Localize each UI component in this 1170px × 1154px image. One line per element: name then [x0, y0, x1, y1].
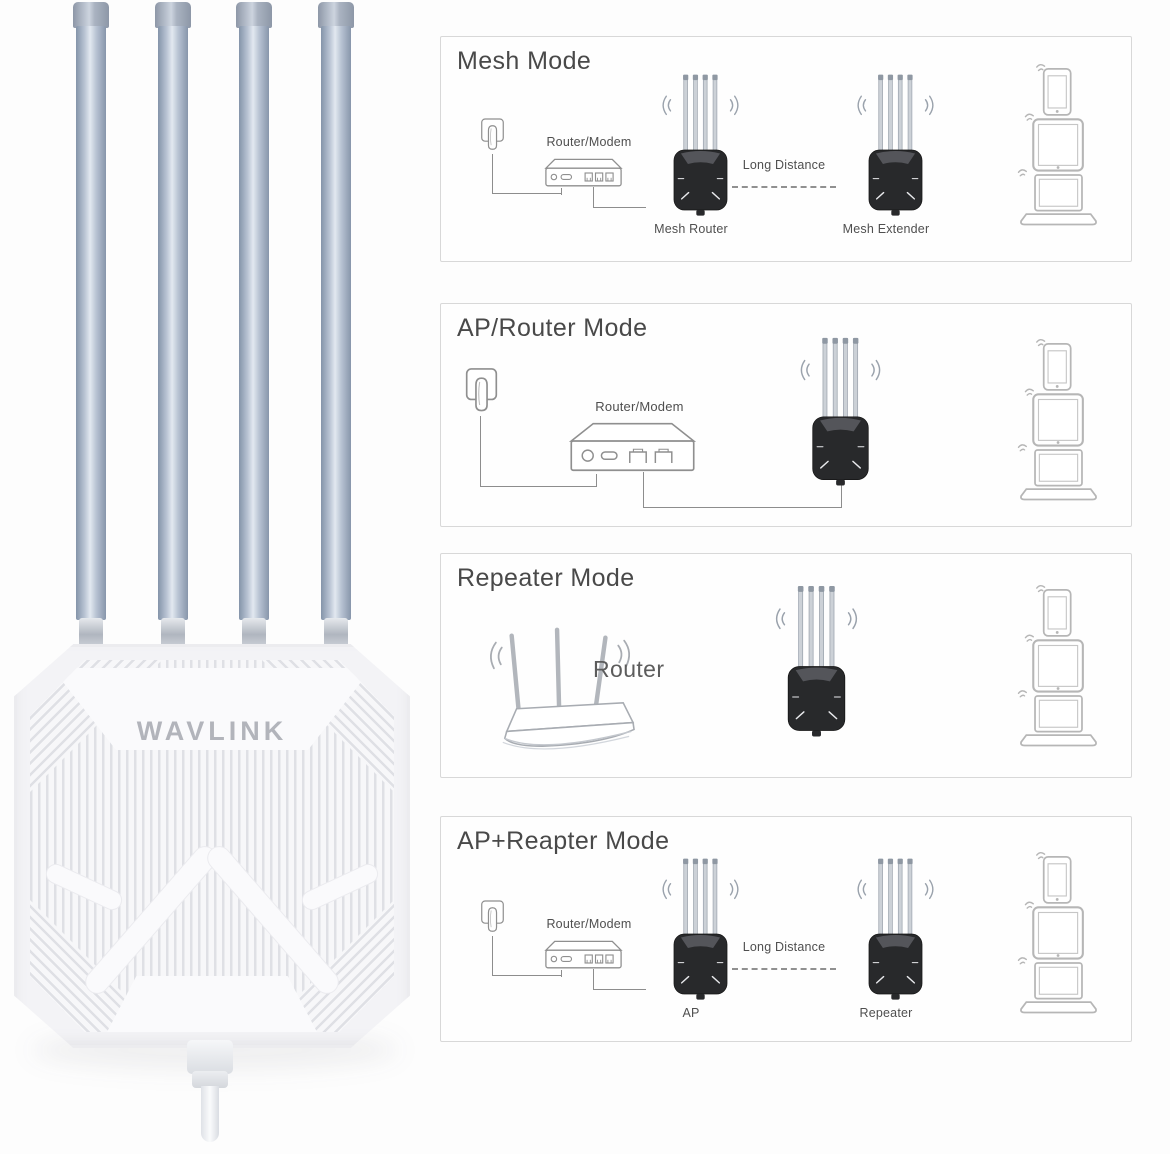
side-notch-right — [299, 861, 381, 913]
cable-line — [492, 154, 561, 194]
power-plug-icon — [463, 366, 500, 420]
cable-line — [596, 474, 597, 487]
source-device-label: Router/Modem — [546, 917, 632, 931]
client-devices-icon — [1015, 582, 1102, 749]
cable-line — [593, 187, 646, 208]
x-groove-right — [203, 842, 343, 998]
left-device-label: Mesh Router — [654, 222, 728, 236]
source-device-label: Router — [593, 656, 665, 682]
power-plug-icon — [479, 899, 506, 938]
cable-line — [492, 936, 561, 976]
side-notch-left — [43, 861, 125, 913]
cable-line — [643, 472, 841, 508]
dashed-link-line — [732, 968, 836, 970]
antenna-connector — [161, 618, 185, 648]
client-devices-icon — [1015, 336, 1102, 503]
cable-line — [561, 970, 562, 977]
panel-mesh-mode: Mesh Mode Router/Modem Mesh Router Long … — [440, 36, 1132, 262]
repeater-device-icon — [768, 580, 865, 738]
enclosure-rib-texture: WAVLINK — [30, 660, 394, 1032]
cable-line — [841, 484, 842, 508]
right-device-label: Repeater — [859, 1006, 913, 1020]
panel-ap-repeater-mode: AP+Reapter Mode Router/Modem AP Long Dis… — [440, 816, 1132, 1042]
source-device-label: Router/Modem — [546, 135, 632, 149]
panel-repeater-mode: Repeater Mode Router — [440, 553, 1132, 778]
x-groove-left — [81, 842, 221, 998]
modem-icon — [543, 157, 624, 189]
panel-title: Repeater Mode — [457, 564, 635, 592]
antenna-shaft — [321, 26, 351, 620]
power-cable — [201, 1086, 219, 1142]
mesh-router-device-icon — [655, 69, 746, 217]
source-device-label: Router/Modem — [595, 399, 684, 414]
cable-gland-nut — [192, 1071, 228, 1088]
modem-icon — [543, 939, 624, 971]
mesh-extender-device-icon — [850, 69, 941, 217]
antenna-connector — [324, 618, 348, 648]
cable-line — [480, 416, 596, 487]
panel-title: AP+Reapter Mode — [457, 827, 670, 855]
brand-logo: WAVLINK — [136, 716, 288, 746]
device-enclosure: WAVLINK — [14, 644, 410, 1048]
client-devices-icon — [1015, 849, 1102, 1016]
bottom-smooth-band — [107, 976, 317, 1032]
antenna-shaft — [158, 26, 188, 620]
client-devices-icon — [1015, 61, 1102, 228]
antenna-cap — [318, 2, 354, 28]
ap-device-icon — [655, 853, 746, 1001]
antenna-shaft — [239, 26, 269, 620]
cable-gland — [187, 1040, 233, 1074]
right-device-label: Mesh Extender — [842, 222, 930, 236]
router-modem-icon — [568, 420, 697, 473]
antenna-connector — [242, 618, 266, 648]
antenna-cap — [155, 2, 191, 28]
panel-title: AP/Router Mode — [457, 314, 648, 342]
cable-line — [593, 969, 646, 990]
logo-band — [52, 668, 372, 750]
ap-device-icon — [793, 332, 888, 487]
antenna-shaft — [76, 26, 106, 620]
link-label: Long Distance — [742, 158, 826, 172]
left-device-label: AP — [682, 1006, 700, 1020]
antenna-connector — [79, 618, 103, 648]
link-label: Long Distance — [742, 940, 826, 954]
antenna-cap — [236, 2, 272, 28]
panel-ap-router-mode: AP/Router Mode Router/Modem — [440, 303, 1132, 527]
power-plug-icon — [479, 117, 506, 156]
repeater-device-icon — [850, 853, 941, 1001]
dashed-link-line — [732, 186, 836, 188]
panel-title: Mesh Mode — [457, 47, 592, 75]
cable-line — [561, 188, 562, 195]
home-router-icon — [483, 614, 641, 764]
antenna-cap — [73, 2, 109, 28]
